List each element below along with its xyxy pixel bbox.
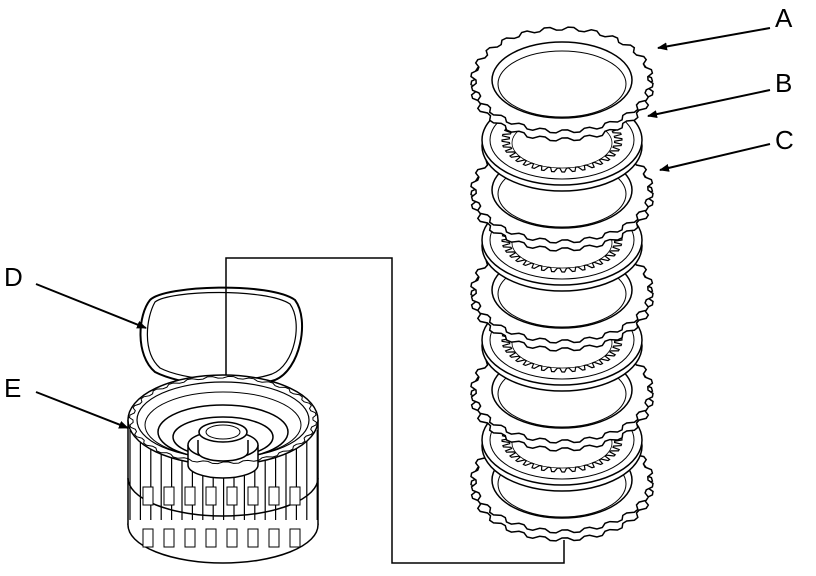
drum-slot <box>163 486 175 506</box>
callout-leader-a <box>657 27 771 51</box>
callout-leader-e <box>35 391 129 429</box>
clutch-plate-stack <box>470 26 654 542</box>
callout-label-c: C <box>775 125 794 155</box>
drum-slot <box>226 528 238 548</box>
drum-slot <box>226 486 238 506</box>
drum-slot <box>289 528 301 548</box>
drum-slot <box>142 528 154 548</box>
drum-slot <box>184 486 196 506</box>
assembly-connector-line <box>225 257 565 564</box>
drum-slot <box>142 486 154 506</box>
steel-plate <box>470 26 654 142</box>
callout-label-b: B <box>775 68 793 98</box>
callout-label-d: D <box>4 262 23 292</box>
callout-leader-b <box>647 89 771 119</box>
callout-leader-c <box>659 143 771 172</box>
drum-slot <box>268 486 280 506</box>
drum-slot <box>184 528 196 548</box>
o-ring-seal <box>139 286 303 388</box>
drum-slot <box>163 528 175 548</box>
drum-slot <box>205 486 217 506</box>
callout-label-a: A <box>775 3 793 33</box>
drum-slot <box>289 486 301 506</box>
callout-label-e: E <box>4 373 22 403</box>
drum-slot <box>205 528 217 548</box>
drum-slot <box>268 528 280 548</box>
drum-slot <box>247 528 259 548</box>
clutch-drum <box>127 374 319 564</box>
callout-leader-d <box>35 283 147 329</box>
drum-slot <box>247 486 259 506</box>
